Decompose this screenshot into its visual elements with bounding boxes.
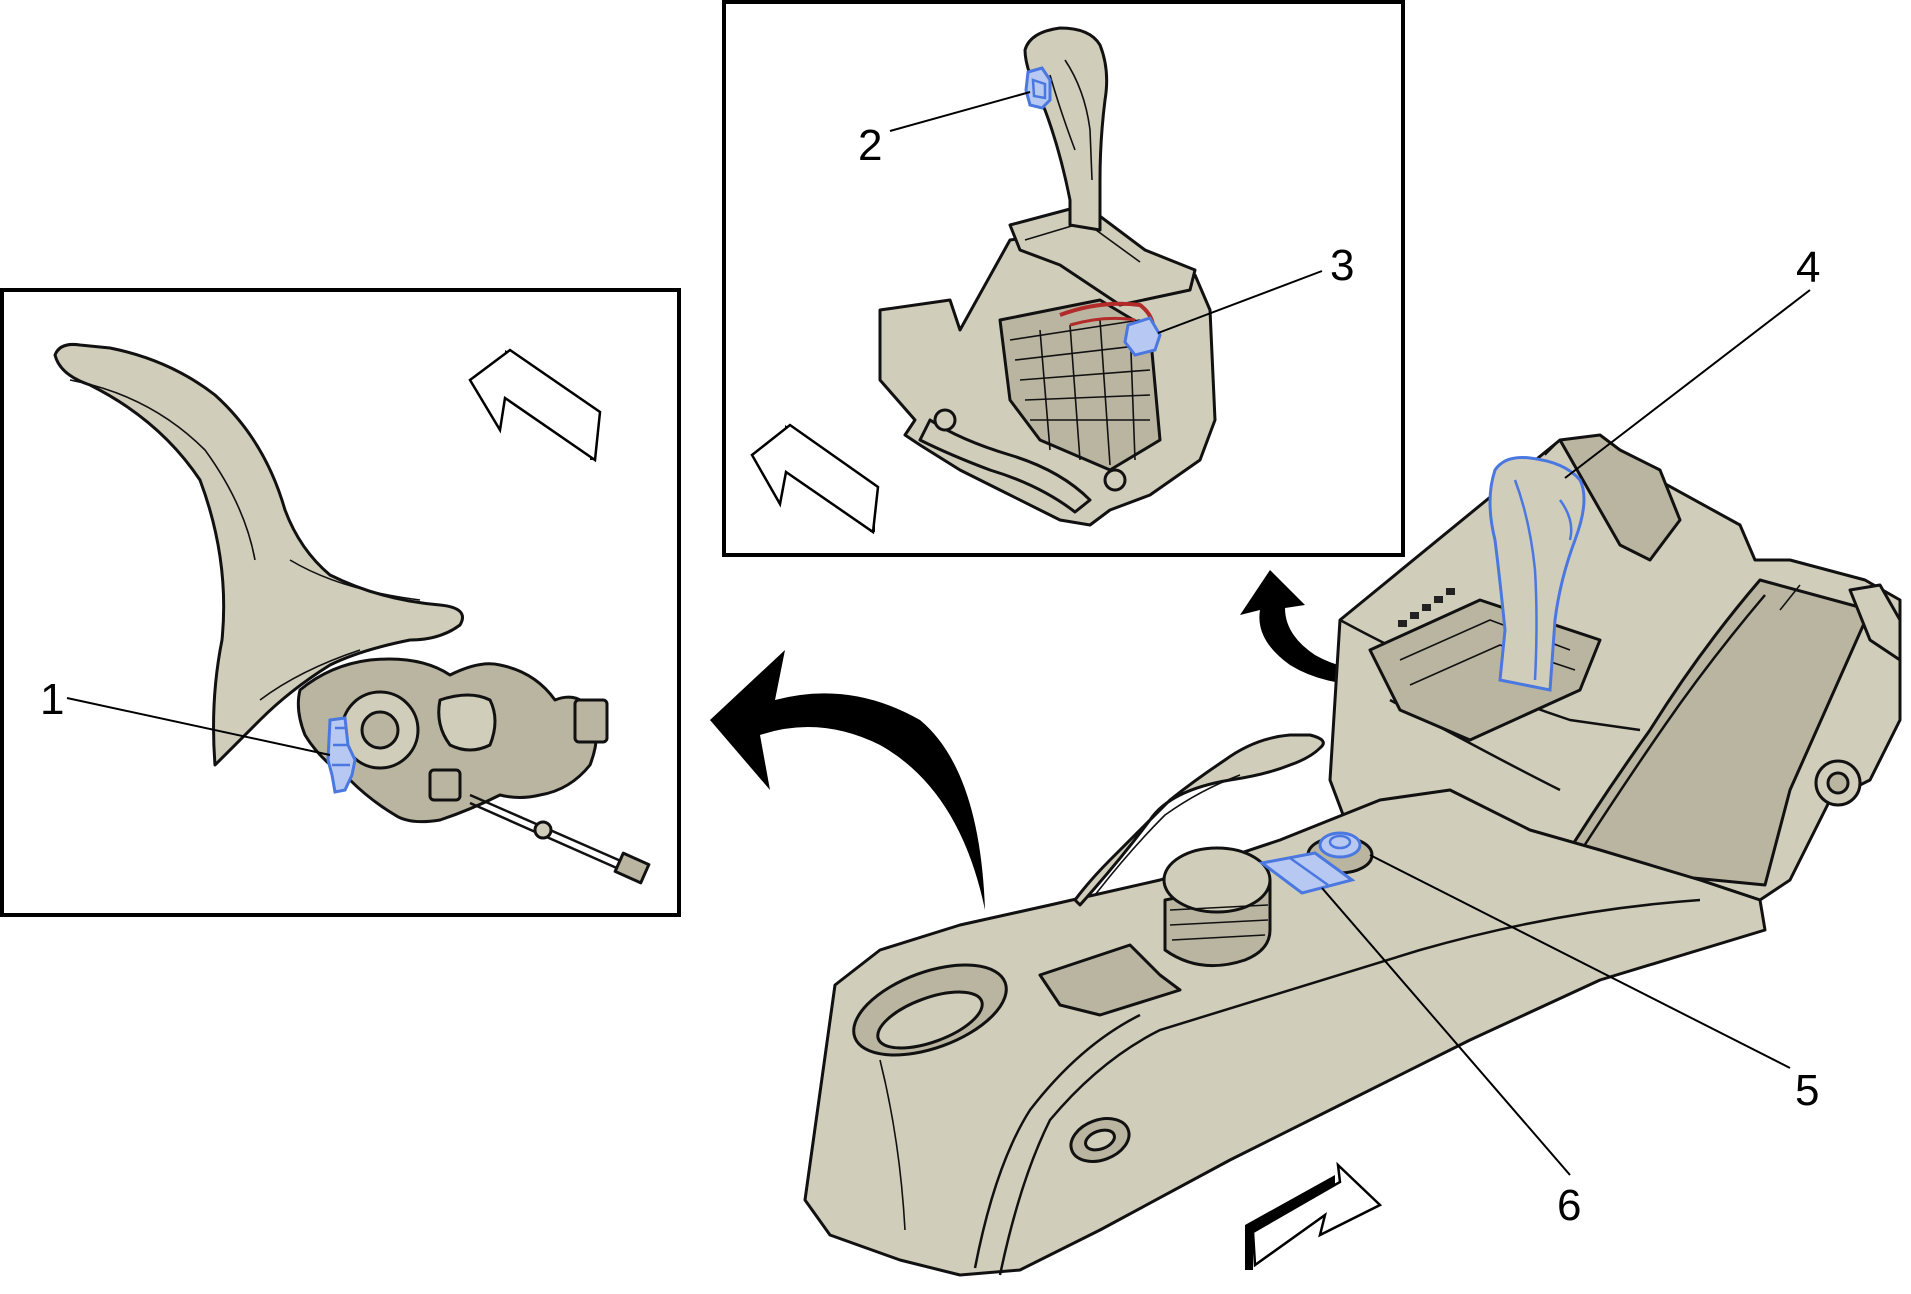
console-front-section (803, 788, 1767, 1277)
forward-arrow-top-detail (750, 423, 880, 535)
callout-1-label: 1 (40, 675, 64, 724)
callout-2-label: 2 (858, 121, 882, 170)
callout-6-label: 6 (1557, 1181, 1581, 1230)
center-console: 4 5 6 (803, 243, 1902, 1277)
forward-arrow-main (1245, 1161, 1383, 1270)
callout-4-label: 4 (1796, 243, 1820, 292)
console-brake-lever (1073, 733, 1325, 907)
callout-part-6 (1258, 851, 1356, 895)
parking-brake-detail: 1 (0, 288, 681, 917)
shifter-detail: 2 3 (722, 0, 1405, 557)
callout-3-label: 3 (1330, 241, 1354, 290)
pointer-arrow-to-brake (710, 650, 985, 910)
forward-arrow-left-detail (468, 348, 602, 463)
callout-part-1 (326, 716, 357, 794)
callout-part-3 (1123, 316, 1162, 357)
callout-part-2 (1024, 66, 1052, 110)
pointer-arrow-to-shifter (1240, 570, 1400, 686)
callout-part-4 (1488, 456, 1586, 692)
callout-5-label: 5 (1795, 1066, 1819, 1115)
parking-brake-handle (53, 343, 464, 767)
